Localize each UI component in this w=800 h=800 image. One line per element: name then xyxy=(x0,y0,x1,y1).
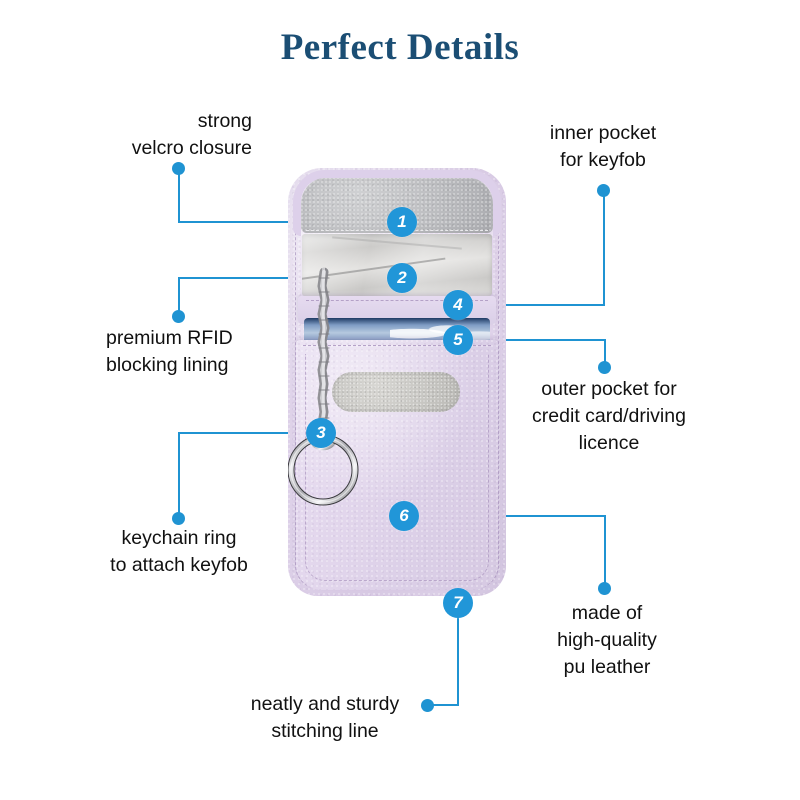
callout-label-7: neatly and sturdy stitching line xyxy=(250,693,400,742)
callout-line-5-horizontal xyxy=(458,339,606,341)
callout-badge-1[interactable]: 1 xyxy=(387,207,417,237)
callout-label-6: made of high-quality pu leather xyxy=(557,602,657,678)
callout-badge-6[interactable]: 6 xyxy=(389,501,419,531)
callout-label-3: keychain ring to attach keyfob xyxy=(110,527,248,576)
velcro-patch xyxy=(332,372,460,412)
callout-badge-7[interactable]: 7 xyxy=(443,588,473,618)
callout-badge-5[interactable]: 5 xyxy=(443,325,473,355)
flap-leather-binding xyxy=(293,170,501,236)
callout-dot-5 xyxy=(598,361,611,374)
callout-badge-2[interactable]: 2 xyxy=(387,263,417,293)
callout-label-1: strong velcro closure xyxy=(131,110,252,159)
callout-dot-6 xyxy=(598,582,611,595)
callout-dot-2 xyxy=(172,310,185,323)
callout-line-5-vertical xyxy=(604,340,606,366)
callout-line-3-horizontal xyxy=(178,432,321,434)
callout-label-5: outer pocket for credit card/driving lic… xyxy=(532,378,686,454)
callout-badge-3[interactable]: 3 xyxy=(306,418,336,448)
pocket-stitching xyxy=(303,345,491,346)
callout-line-7-vertical xyxy=(457,603,459,705)
callout-line-4-vertical xyxy=(603,190,605,305)
velcro-closure-flap xyxy=(301,177,493,233)
card-artwork xyxy=(389,321,490,342)
callout-line-1-vertical xyxy=(178,168,180,223)
callout-label-2: premium RFID blocking lining xyxy=(106,327,233,376)
callout-line-2-vertical xyxy=(178,278,180,314)
callout-line-3-vertical xyxy=(178,433,180,517)
callout-line-6-vertical xyxy=(604,516,606,586)
callout-badge-4[interactable]: 4 xyxy=(443,290,473,320)
callout-dot-3 xyxy=(172,512,185,525)
slot-stitching xyxy=(306,300,488,301)
callout-label-4: inner pocket for keyfob xyxy=(549,122,657,171)
callout-line-7-horizontal xyxy=(427,704,459,706)
page-title: Perfect Details xyxy=(280,27,520,68)
callout-line-4-horizontal xyxy=(458,304,605,306)
velcro-nap-texture xyxy=(332,372,460,412)
